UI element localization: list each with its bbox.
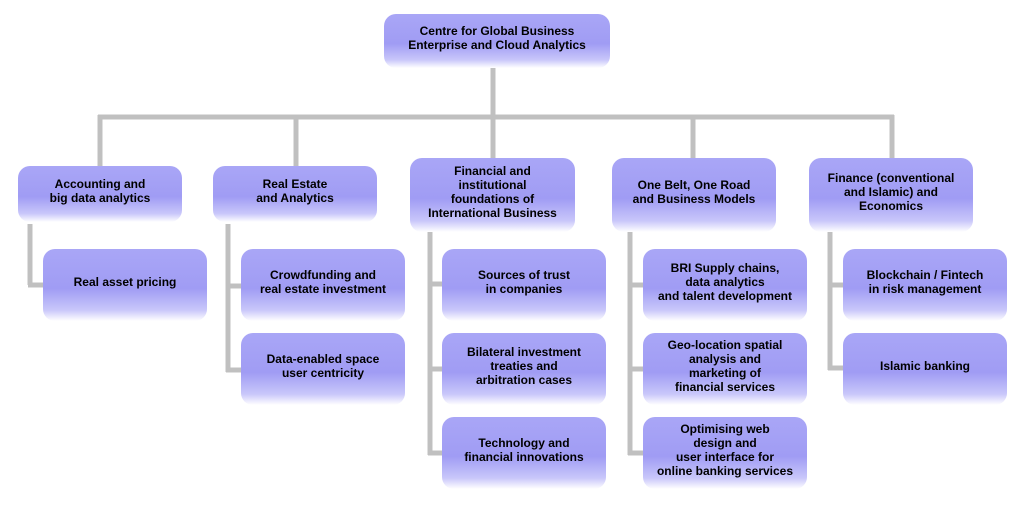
root-node: Centre for Global Business Enterprise an… xyxy=(384,14,610,68)
node-geo-location-spatial: Geo-location spatial analysis and market… xyxy=(643,333,807,405)
node-sources-of-trust: Sources of trust in companies xyxy=(442,249,606,321)
node-bri-supply-chains: BRI Supply chains, data analytics and ta… xyxy=(643,249,807,321)
node-islamic-banking: Islamic banking xyxy=(843,333,1007,405)
node-financial-institutional-foundations: Financial and institutional foundations … xyxy=(410,158,575,232)
node-finance-economics: Finance (conventional and Islamic) and E… xyxy=(809,158,973,232)
node-blockchain-fintech: Blockchain / Fintech in risk management xyxy=(843,249,1007,321)
node-bilateral-investment: Bilateral investment treaties and arbitr… xyxy=(442,333,606,405)
node-accounting-big-data: Accounting and big data analytics xyxy=(18,166,182,222)
node-technology-financial-innovations: Technology and financial innovations xyxy=(442,417,606,489)
node-optimising-web-design: Optimising web design and user interface… xyxy=(643,417,807,489)
node-data-enabled-space: Data-enabled space user centricity xyxy=(241,333,405,405)
node-real-asset-pricing: Real asset pricing xyxy=(43,249,207,321)
node-crowdfunding: Crowdfunding and real estate investment xyxy=(241,249,405,321)
node-real-estate-analytics: Real Estate and Analytics xyxy=(213,166,377,222)
node-one-belt-one-road: One Belt, One Road and Business Models xyxy=(612,158,776,232)
